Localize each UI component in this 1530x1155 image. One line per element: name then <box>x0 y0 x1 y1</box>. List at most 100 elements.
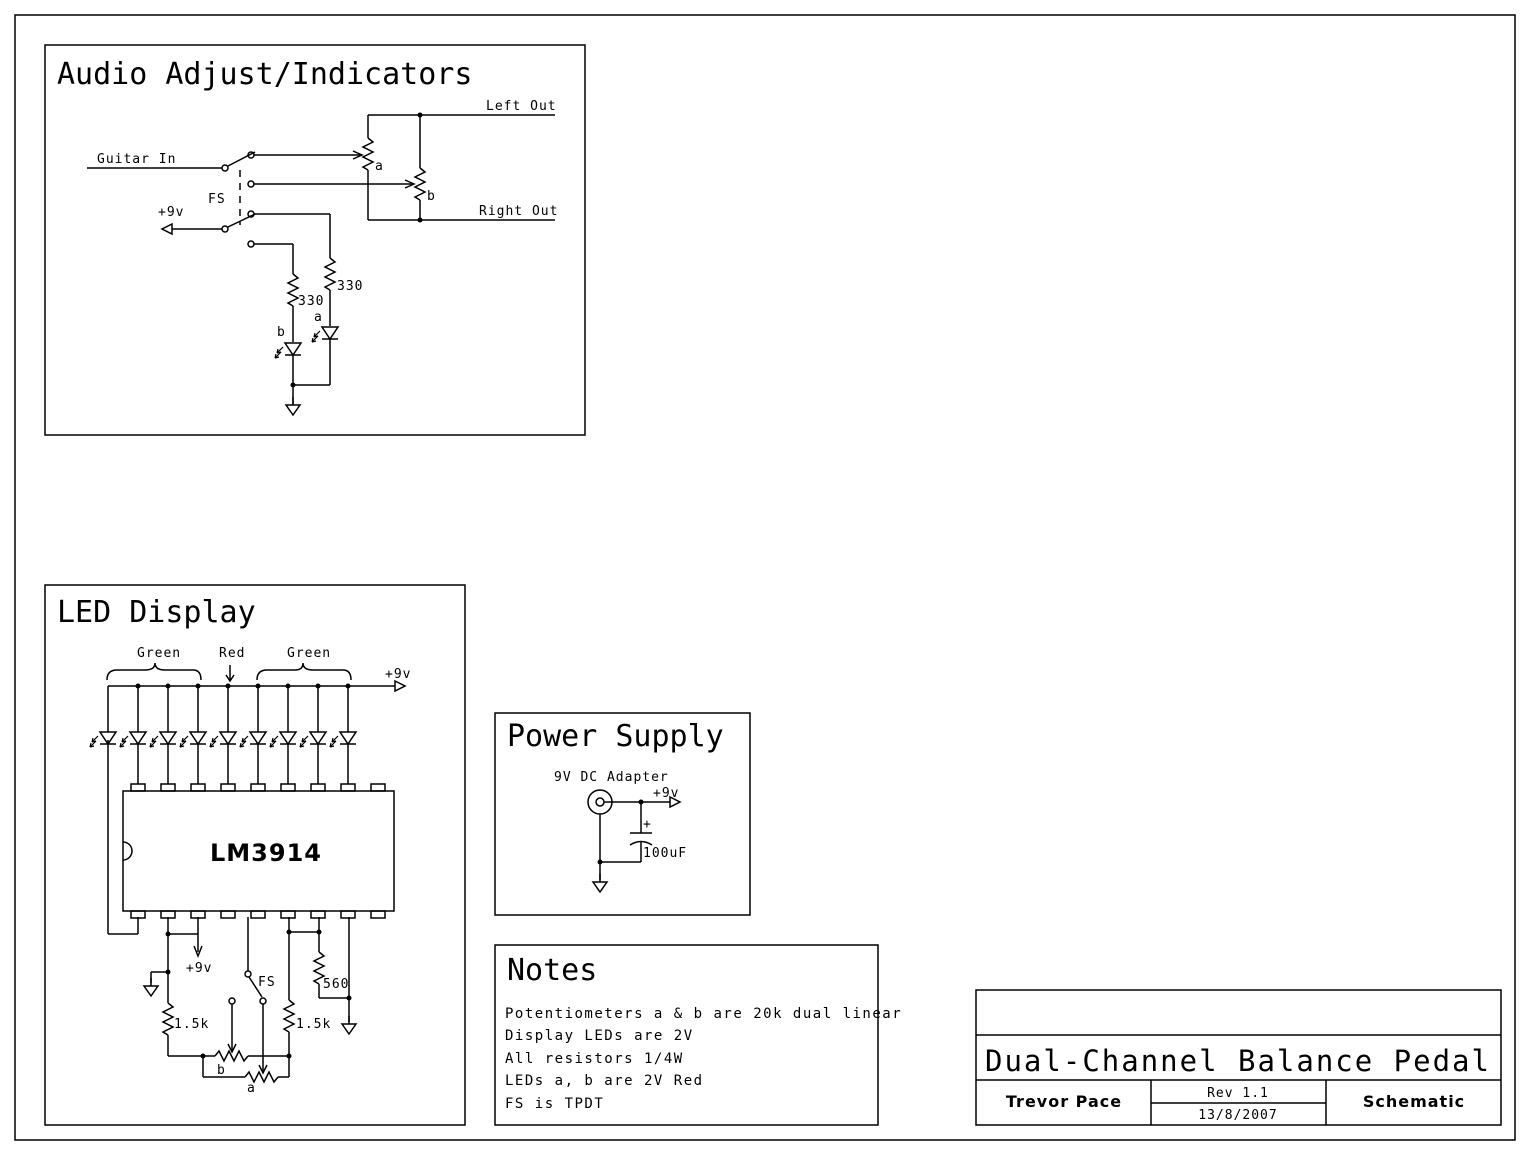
supply-bottom-label: +9v <box>186 961 212 976</box>
power-supply-label: +9v <box>653 786 679 801</box>
title-block: Dual-Channel Balance Pedal Trevor Pace R… <box>975 989 1502 1126</box>
potentiometer-icon <box>361 115 375 220</box>
res-left-label: 1.5k <box>174 1017 209 1032</box>
led-icon <box>149 731 177 748</box>
led-a-label: a <box>314 310 323 325</box>
led-icon <box>311 326 339 343</box>
ground-icon <box>285 396 301 416</box>
res-330-right-label: 330 <box>337 279 363 294</box>
chip-pin-bottom <box>130 910 146 919</box>
power-supply-section: Power Supply 9V DC Adapter +9v + 100uF <box>494 712 751 916</box>
pot-b-display-label: b <box>217 1063 226 1078</box>
led-display-section: LED Display Green Red Green +9v LM3914 <box>44 584 466 1126</box>
switch-icon <box>221 164 229 172</box>
led-display-title: LED Display <box>57 595 256 630</box>
ground-icon <box>592 873 608 893</box>
chip-pin-top <box>160 783 176 792</box>
adapter-label: 9V DC Adapter <box>554 770 669 785</box>
chip-pin-top <box>250 783 266 792</box>
chip-pin-top <box>280 783 296 792</box>
supply-arrow-icon <box>669 795 682 809</box>
potentiometer-icon <box>413 115 427 220</box>
led-display-frame <box>44 584 466 1126</box>
chip-pin-top <box>340 783 356 792</box>
led-b-label: b <box>277 325 286 340</box>
led-icon <box>119 731 147 748</box>
left-out-label: Left Out <box>486 99 557 114</box>
chip-pin-bottom <box>370 910 386 919</box>
supply-arrow-icon <box>394 679 407 693</box>
supply-arrow-icon <box>160 222 222 236</box>
res-right-label: 1.5k <box>296 1017 331 1032</box>
chip-pin-top <box>370 783 386 792</box>
note-line: All resistors 1/4W <box>505 1051 684 1067</box>
resistor-icon <box>286 244 300 342</box>
note-line: FS is TPDT <box>505 1096 604 1112</box>
led-icon <box>209 731 237 748</box>
cap-plus-label: + <box>643 817 652 832</box>
power-supply-title: Power Supply <box>507 719 724 754</box>
ground-icon <box>143 977 159 997</box>
supply-top-label: +9v <box>385 667 411 682</box>
power-supply-frame <box>494 712 751 916</box>
led-icon <box>274 342 302 359</box>
pot-a-display-label: a <box>247 1081 256 1096</box>
pot-a-label: a <box>375 159 384 174</box>
note-line: Potentiometers a & b are 20k dual linear <box>505 1006 902 1022</box>
resistor-icon <box>323 214 337 326</box>
chip-pin-top <box>220 783 236 792</box>
revision: Rev 1.1 <box>1207 1086 1269 1101</box>
led-icon <box>329 731 357 748</box>
res-330-left-label: 330 <box>298 294 324 309</box>
res-560-label: 560 <box>323 977 349 992</box>
display-led-row <box>89 683 357 784</box>
potentiometer-icon <box>214 1049 249 1063</box>
title-block-frame <box>975 989 1502 1126</box>
audio-section-title: Audio Adjust/Indicators <box>57 57 472 92</box>
author: Trevor Pace <box>1006 1092 1122 1111</box>
sheet-border <box>14 14 1516 1141</box>
chip-label: LM3914 <box>210 839 322 867</box>
chip-pin-bottom <box>280 910 296 919</box>
cap-value-label: 100uF <box>643 846 687 861</box>
green-right-label: Green <box>287 646 331 661</box>
audio-section-frame <box>44 44 586 436</box>
chip-pin-top <box>190 783 206 792</box>
fs-label: FS <box>208 192 226 207</box>
resistor-icon <box>161 1002 175 1056</box>
chip-pin-bottom <box>220 910 236 919</box>
right-out-label: Right Out <box>479 204 558 219</box>
chip-pin-top <box>130 783 146 792</box>
chip-pin-bottom <box>340 910 356 919</box>
guitar-in-label: Guitar In <box>97 152 176 167</box>
chip-pin-bottom <box>310 910 326 919</box>
resistor-icon <box>312 951 326 998</box>
dc-jack-icon <box>587 789 613 820</box>
supply-label: +9v <box>158 205 184 220</box>
doc-type: Schematic <box>1363 1092 1465 1111</box>
chip-pin-bottom <box>250 910 266 919</box>
chip-pin-bottom <box>160 910 176 919</box>
resistor-icon <box>282 999 296 1056</box>
audio-section: Audio Adjust/Indicators Left Out Right O… <box>44 44 586 436</box>
switch-icon <box>244 970 252 978</box>
drawing-title: Dual-Channel Balance Pedal <box>985 1044 1491 1078</box>
notes-title: Notes <box>507 953 597 988</box>
led-icon <box>299 731 327 748</box>
supply-arrow-icon <box>193 945 203 959</box>
fs-display-label: FS <box>258 975 276 990</box>
led-icon <box>179 731 207 748</box>
note-line: Display LEDs are 2V <box>505 1028 694 1044</box>
ground-icon <box>341 1015 357 1035</box>
notes-section: Notes Potentiometers a & b are 20k dual … <box>494 944 902 1126</box>
pot-b-label: b <box>427 189 436 204</box>
led-icon <box>239 731 267 748</box>
green-left-label: Green <box>137 646 181 661</box>
red-label: Red <box>219 646 245 661</box>
led-icon <box>269 731 297 748</box>
chip-pin-top <box>310 783 326 792</box>
note-line: LEDs a, b are 2V Red <box>505 1073 704 1089</box>
potentiometer-icon <box>244 1070 279 1084</box>
